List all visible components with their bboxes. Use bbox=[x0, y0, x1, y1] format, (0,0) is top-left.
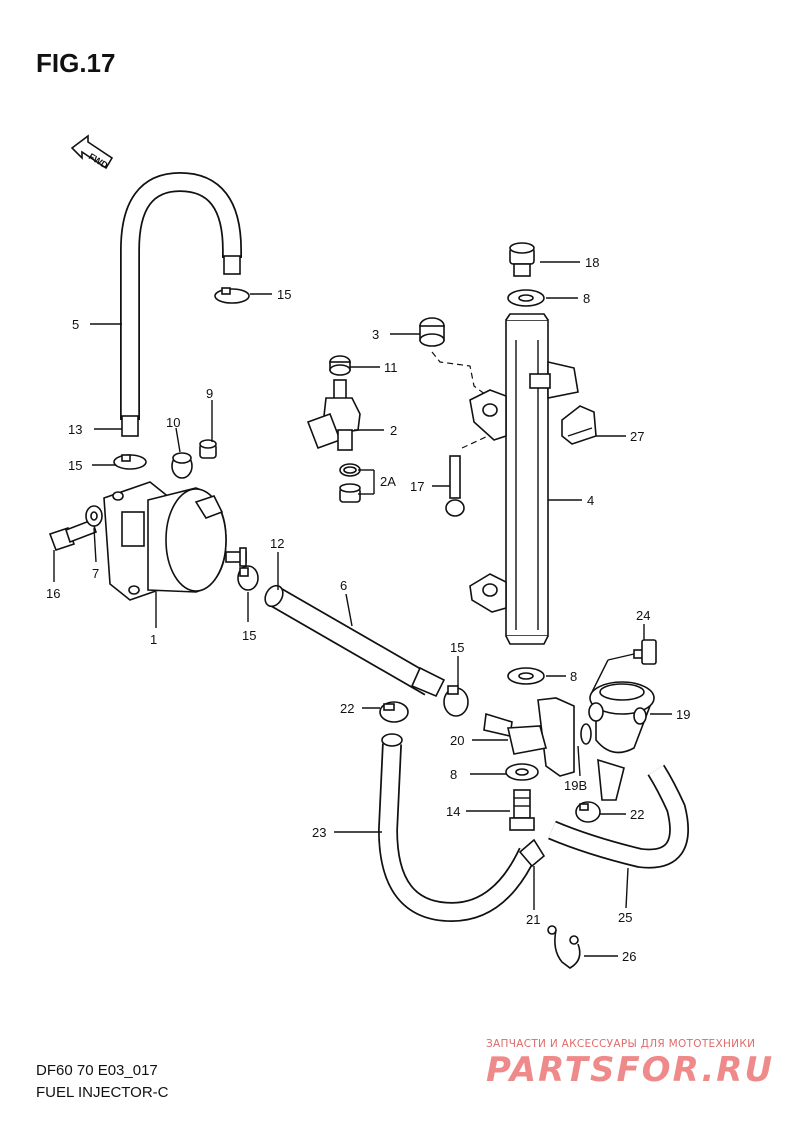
callout-20: 20 bbox=[450, 733, 464, 748]
part-19b-o-ring bbox=[580, 723, 592, 745]
callout-1: 1 bbox=[150, 632, 157, 647]
callout-12: 12 bbox=[270, 536, 284, 551]
part-8-washer-low bbox=[505, 763, 539, 781]
callout-16: 16 bbox=[46, 586, 60, 601]
part-16-bolt bbox=[48, 518, 98, 552]
callout-8: 8 bbox=[570, 669, 577, 684]
part-4-fuel-rail bbox=[469, 313, 579, 645]
callout-27: 27 bbox=[630, 429, 644, 444]
part-18-bolt bbox=[509, 242, 535, 277]
part-7-washer bbox=[85, 505, 103, 527]
part-6-hose bbox=[264, 584, 446, 698]
part-15-clamp-hose bbox=[443, 685, 469, 717]
part-27-clip bbox=[561, 405, 597, 445]
assembly-line-3 bbox=[431, 351, 491, 399]
part-20-union bbox=[483, 697, 575, 777]
leader-lines bbox=[53, 261, 672, 957]
part-15-clamp-left bbox=[113, 454, 147, 470]
callout-10: 10 bbox=[166, 415, 180, 430]
part-3-cap bbox=[419, 317, 445, 347]
figure-title: FIG.17 bbox=[36, 48, 116, 78]
fwd-arrow-icon: FWD bbox=[70, 134, 114, 171]
callout-22: 22 bbox=[340, 701, 354, 716]
callout-19b: 19B bbox=[564, 778, 587, 793]
part-8-washer-mid bbox=[507, 667, 545, 685]
callout-2a: 2A bbox=[380, 474, 396, 489]
callout-25: 25 bbox=[618, 910, 632, 925]
callout-5: 5 bbox=[72, 317, 79, 332]
callout-23: 23 bbox=[312, 825, 326, 840]
callout-15: 15 bbox=[450, 640, 464, 655]
callout-24: 24 bbox=[636, 608, 650, 623]
model-code: DF60 70 E03_017 bbox=[36, 1062, 158, 1079]
callout-7: 7 bbox=[92, 566, 99, 581]
part-25-hose bbox=[548, 764, 690, 869]
part-1-fuel-pump bbox=[103, 481, 247, 601]
part-9-plug bbox=[199, 439, 217, 459]
part-11-seal bbox=[329, 355, 351, 376]
callout-8: 8 bbox=[450, 767, 457, 782]
callout-17: 17 bbox=[410, 479, 424, 494]
callout-3: 3 bbox=[372, 327, 379, 342]
part-2a-seals bbox=[339, 463, 361, 503]
part-23-hose bbox=[377, 733, 538, 923]
part-22-clamp-left bbox=[379, 701, 409, 723]
callout-8: 8 bbox=[583, 291, 590, 306]
part-22-clamp-right bbox=[575, 801, 601, 823]
callout-19: 19 bbox=[676, 707, 690, 722]
watermark-tagline: ЗАПЧАСТИ И АКСЕССУАРЫ ДЛЯ МОТОТЕХНИКИ bbox=[486, 1038, 756, 1050]
part-15-clamp-pump bbox=[237, 565, 259, 591]
part-2-injector bbox=[306, 379, 361, 451]
part-24-bolt bbox=[633, 639, 657, 665]
callout-6: 6 bbox=[340, 578, 347, 593]
callout-22: 22 bbox=[630, 807, 644, 822]
callout-labels: 18 8 3 11 2 2A 17 4 27 15 5 13 15 10 9 1… bbox=[46, 255, 690, 964]
part-14-fitting bbox=[509, 789, 535, 831]
part-5-hose bbox=[120, 171, 242, 437]
callout-21: 21 bbox=[526, 912, 540, 927]
callout-15: 15 bbox=[277, 287, 291, 302]
part-19-pressure-regulator bbox=[588, 681, 655, 801]
part-8-washer-top bbox=[507, 289, 545, 307]
part-10-grommet bbox=[171, 452, 193, 479]
callout-26: 26 bbox=[622, 949, 636, 964]
watermark-brand[interactable]: PARTSFOR.RU bbox=[486, 1050, 775, 1090]
callout-15: 15 bbox=[68, 458, 82, 473]
callout-18: 18 bbox=[585, 255, 599, 270]
callout-15: 15 bbox=[242, 628, 256, 643]
part-21-fitting bbox=[518, 838, 546, 868]
section-name: FUEL INJECTOR-C bbox=[36, 1084, 169, 1101]
part-26-clip bbox=[547, 925, 581, 969]
callout-4: 4 bbox=[587, 493, 594, 508]
callout-9: 9 bbox=[206, 386, 213, 401]
callout-14: 14 bbox=[446, 804, 460, 819]
callout-11: 11 bbox=[384, 360, 398, 375]
callout-2: 2 bbox=[390, 423, 397, 438]
callout-13: 13 bbox=[68, 422, 82, 437]
part-17-bolt bbox=[445, 455, 465, 517]
part-15-clamp-top bbox=[214, 287, 250, 304]
